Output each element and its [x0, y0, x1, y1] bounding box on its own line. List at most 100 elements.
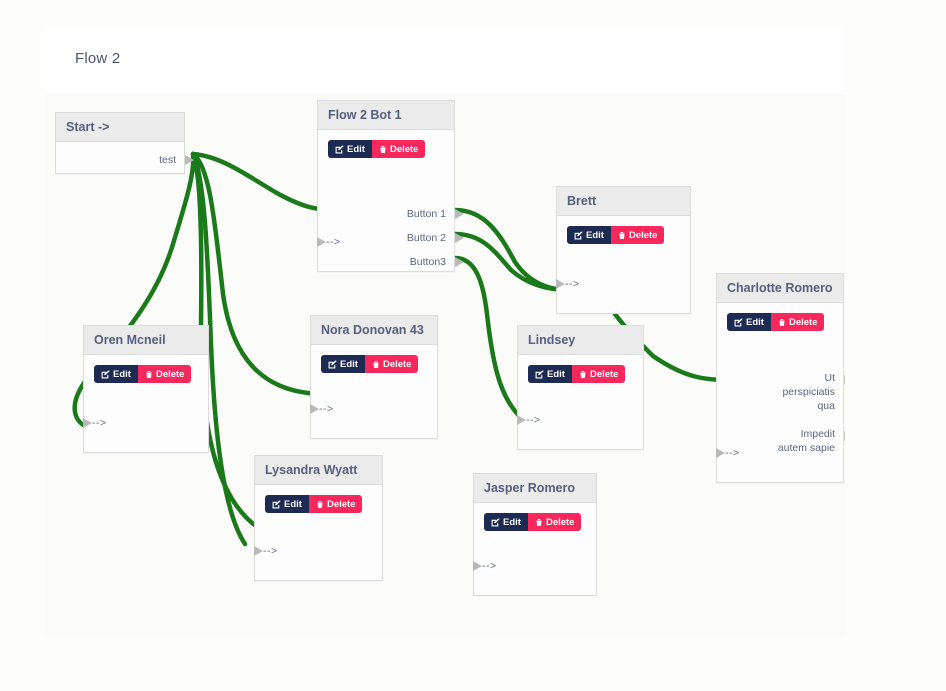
edge-1[interactable] — [190, 151, 328, 397]
edit-button-lysandra[interactable]: Edit — [265, 495, 309, 513]
port-arrow-icon — [473, 561, 482, 571]
delete-button-flow2bot1[interactable]: Delete — [371, 140, 426, 158]
delete-button-lindsey[interactable]: Delete — [571, 365, 626, 383]
trash-icon — [379, 145, 387, 154]
edge-6[interactable] — [452, 231, 572, 293]
edit-button-flow2bot1[interactable]: Edit — [328, 140, 372, 158]
edit-label: Edit — [284, 498, 302, 510]
output-port-charlotte-0[interactable]: Ut perspiciatis qua — [777, 371, 845, 413]
delete-label: Delete — [788, 316, 818, 328]
input-port-oren-0[interactable]: --> — [83, 417, 107, 429]
delete-button-oren[interactable]: Delete — [137, 365, 192, 383]
node-actions-jasper: Edit Delete — [484, 513, 582, 531]
input-port-brett-0[interactable]: --> — [556, 278, 580, 290]
edit-label: Edit — [503, 516, 521, 528]
node-start[interactable]: Start -> test — [55, 112, 194, 174]
input-port-label: --> — [319, 403, 334, 415]
node-title-lysandra: Lysandra Wyatt — [255, 456, 382, 485]
node-title-start: Start -> — [56, 113, 184, 142]
edit-button-lindsey[interactable]: Edit — [528, 365, 572, 383]
edit-button-oren[interactable]: Edit — [94, 365, 138, 383]
input-port-charlotte-0[interactable]: --> — [716, 447, 740, 459]
delete-button-charlotte[interactable]: Delete — [770, 313, 825, 331]
input-port-label: --> — [482, 560, 497, 572]
node-title-charlotte: Charlotte Romero — [717, 274, 843, 303]
input-port-label: --> — [263, 545, 278, 557]
port-arrow-icon — [310, 404, 319, 414]
delete-button-jasper[interactable]: Delete — [527, 513, 582, 531]
edit-icon — [574, 231, 583, 240]
input-port-jasper-0[interactable]: --> — [473, 560, 497, 572]
edit-icon — [101, 370, 110, 379]
delete-label: Delete — [628, 229, 658, 241]
node-title-oren: Oren Mcneil — [84, 326, 208, 355]
node-actions-lysandra: Edit Delete — [265, 495, 363, 513]
node-body-oren: Edit Delete --> — [83, 355, 208, 453]
input-port-lysandra-0[interactable]: --> — [254, 545, 278, 557]
delete-button-brett[interactable]: Delete — [610, 226, 665, 244]
trash-icon — [579, 370, 587, 379]
output-port-flow2bot1-0[interactable]: Button 1 — [406, 208, 464, 220]
node-actions-lindsey: Edit Delete — [528, 365, 626, 383]
edit-label: Edit — [347, 143, 365, 155]
edit-label: Edit — [586, 229, 604, 241]
input-port-lindsey-0[interactable]: --> — [517, 414, 541, 426]
delete-button-nora[interactable]: Delete — [364, 355, 419, 373]
edit-button-jasper[interactable]: Edit — [484, 513, 528, 531]
flow-header-panel: Flow 2 — [45, 28, 845, 95]
delete-label: Delete — [155, 368, 185, 380]
trash-icon — [145, 370, 153, 379]
edit-icon — [272, 500, 281, 509]
port-arrow-icon — [517, 415, 526, 425]
port-arrow-icon — [844, 375, 845, 385]
edge-0[interactable] — [190, 151, 336, 213]
port-arrow-icon — [455, 233, 464, 243]
output-port-flow2bot1-1[interactable]: Button 2 — [407, 232, 464, 244]
output-port-charlotte-1[interactable]: Impedit autem sapie — [777, 427, 845, 455]
edit-label: Edit — [547, 368, 565, 380]
edit-label: Edit — [746, 316, 764, 328]
output-port-start-test[interactable]: test — [159, 154, 194, 166]
input-port-label: --> — [526, 414, 541, 426]
port-arrow-icon — [716, 448, 725, 458]
node-actions-oren: Edit Delete — [94, 365, 192, 383]
node-actions-charlotte: Edit Delete — [727, 313, 825, 331]
input-port-nora-0[interactable]: --> — [310, 403, 334, 415]
port-arrow-icon — [556, 279, 565, 289]
node-title-flow2bot1: Flow 2 Bot 1 — [318, 101, 454, 130]
edge-5[interactable] — [452, 207, 572, 293]
output-port-label: Button 1 — [406, 208, 446, 220]
node-body-lindsey: Edit Delete --> — [517, 355, 643, 450]
edit-label: Edit — [113, 368, 131, 380]
trash-icon — [535, 518, 543, 527]
node-body-start: test — [56, 142, 194, 174]
delete-button-lysandra[interactable]: Delete — [308, 495, 363, 513]
edit-icon — [535, 370, 544, 379]
node-actions-flow2bot1: Edit Delete — [328, 140, 426, 158]
node-title-lindsey: Lindsey — [518, 326, 643, 355]
port-arrow-icon — [83, 418, 92, 428]
node-flow2bot1[interactable]: Flow 2 Bot 1 Edit Delete --> Button 1 Button … — [317, 100, 464, 272]
trash-icon — [316, 500, 324, 509]
port-arrow-icon — [185, 155, 194, 165]
edit-button-charlotte[interactable]: Edit — [727, 313, 771, 331]
delete-label: Delete — [589, 368, 619, 380]
node-title-jasper: Jasper Romero — [474, 474, 596, 503]
output-port-flow2bot1-2[interactable]: Button3 — [410, 256, 464, 268]
edit-button-nora[interactable]: Edit — [321, 355, 365, 373]
edit-button-brett[interactable]: Edit — [567, 226, 611, 244]
node-title-brett: Brett — [557, 187, 690, 216]
node-actions-brett: Edit Delete — [567, 226, 665, 244]
output-port-label: Impedit autem sapie — [777, 428, 835, 454]
input-port-flow2bot1-0[interactable]: --> — [317, 236, 341, 248]
